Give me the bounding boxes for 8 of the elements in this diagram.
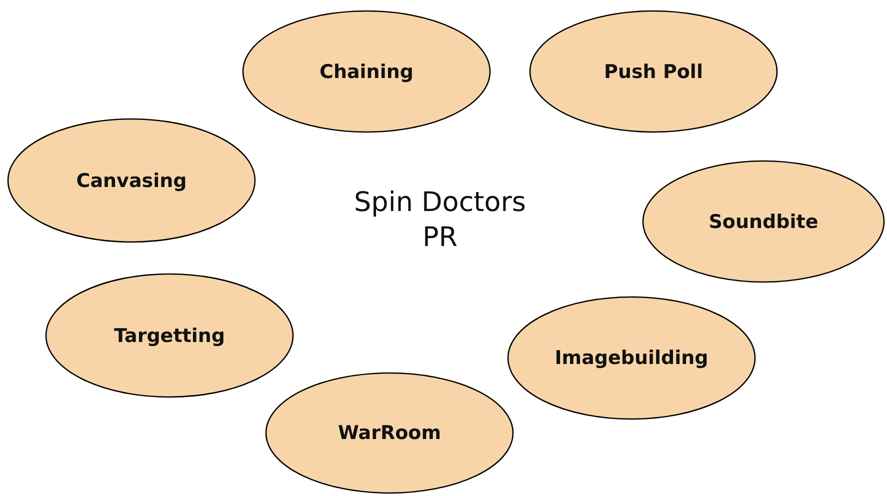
center-title: Spin Doctors PR [353,186,527,256]
node-label: WarRoom [338,422,441,444]
node-label: Soundbite [708,210,818,232]
node-label: Canvasing [76,170,187,192]
node-label: Push Poll [604,60,703,82]
node-label: Targetting [114,324,225,346]
node-label: Imagebuilding [554,347,708,369]
node-label: Chaining [320,60,414,82]
